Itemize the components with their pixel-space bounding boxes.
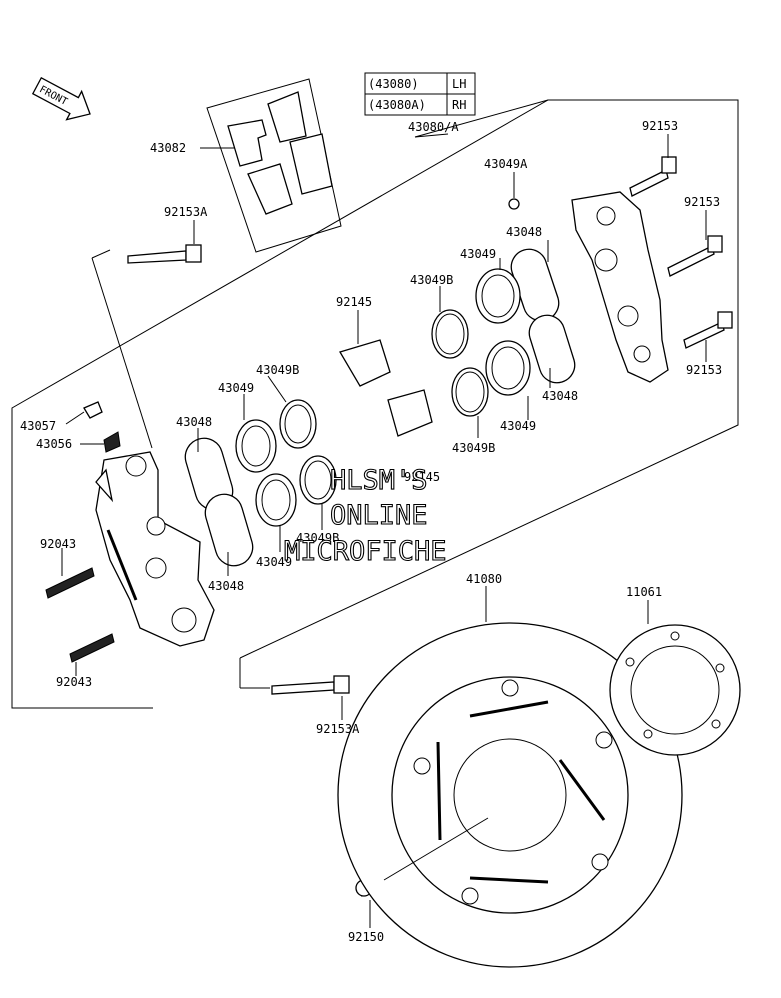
brake-disc bbox=[337, 622, 683, 968]
legend-code-rh: (43080A) bbox=[368, 98, 426, 112]
watermark-line-2: ONLINE bbox=[330, 500, 428, 531]
right-caliper bbox=[571, 191, 669, 383]
label-92145-a: 92145 bbox=[336, 295, 372, 309]
watermark-line-3: MICROFICHE bbox=[284, 536, 447, 567]
label-43049-r2: 43049 bbox=[500, 419, 536, 433]
label-43049b-r1: 43049B bbox=[410, 273, 453, 287]
label-92153a-top: 92153A bbox=[164, 205, 208, 219]
shim-gasket bbox=[609, 624, 741, 756]
left-caliper bbox=[95, 451, 215, 647]
pad-springs bbox=[339, 339, 433, 437]
watermark-line-1: HLSM'S bbox=[330, 465, 428, 496]
legend-side-rh: RH bbox=[452, 98, 466, 112]
label-43082: 43082 bbox=[150, 141, 186, 155]
label-43048-r1: 43048 bbox=[506, 225, 542, 239]
label-43049b-r2: 43049B bbox=[452, 441, 495, 455]
label-43049-l2: 43049 bbox=[256, 555, 292, 569]
label-92153a-bottom: 92153A bbox=[316, 722, 360, 736]
label-92145-b: 92145 bbox=[404, 470, 440, 484]
part-labels: 43082 43080/A 92153 92153 92153 92153A 9… bbox=[20, 119, 722, 944]
legend-code-lh: (43080) bbox=[368, 77, 419, 91]
label-92043-b: 92043 bbox=[56, 675, 92, 689]
brake-pads bbox=[206, 78, 342, 253]
label-43049-r1: 43049 bbox=[460, 247, 496, 261]
label-43048-l2: 43048 bbox=[208, 579, 244, 593]
label-43048-r2: 43048 bbox=[542, 389, 578, 403]
label-92153-top: 92153 bbox=[642, 119, 678, 133]
label-43048-l1: 43048 bbox=[176, 415, 212, 429]
label-43049b-l2: 43049B bbox=[296, 531, 339, 545]
label-92153-low: 92153 bbox=[686, 363, 722, 377]
front-arrow-icon: FRONT bbox=[31, 76, 91, 121]
label-43057: 43057 bbox=[20, 419, 56, 433]
label-43049-l1: 43049 bbox=[218, 381, 254, 395]
label-92043-a: 92043 bbox=[40, 537, 76, 551]
legend-table: (43080) LH (43080A) RH bbox=[364, 72, 476, 116]
leader-lines bbox=[61, 133, 707, 928]
label-92153-mid: 92153 bbox=[684, 195, 720, 209]
right-pistons-seals bbox=[431, 198, 576, 417]
label-43080a: 43080/A bbox=[408, 120, 459, 134]
label-43049a: 43049A bbox=[484, 157, 528, 171]
label-92150: 92150 bbox=[348, 930, 384, 944]
watermark: HLSM'S ONLINE MICROFICHE bbox=[283, 464, 447, 567]
label-43049b-l1: 43049B bbox=[256, 363, 299, 377]
label-41080: 41080 bbox=[466, 572, 502, 586]
legend-side-lh: LH bbox=[452, 77, 466, 91]
caliper-assembly-outline bbox=[11, 99, 739, 709]
left-pistons-seals bbox=[184, 399, 337, 567]
label-43056: 43056 bbox=[36, 437, 72, 451]
label-11061: 11061 bbox=[626, 585, 662, 599]
